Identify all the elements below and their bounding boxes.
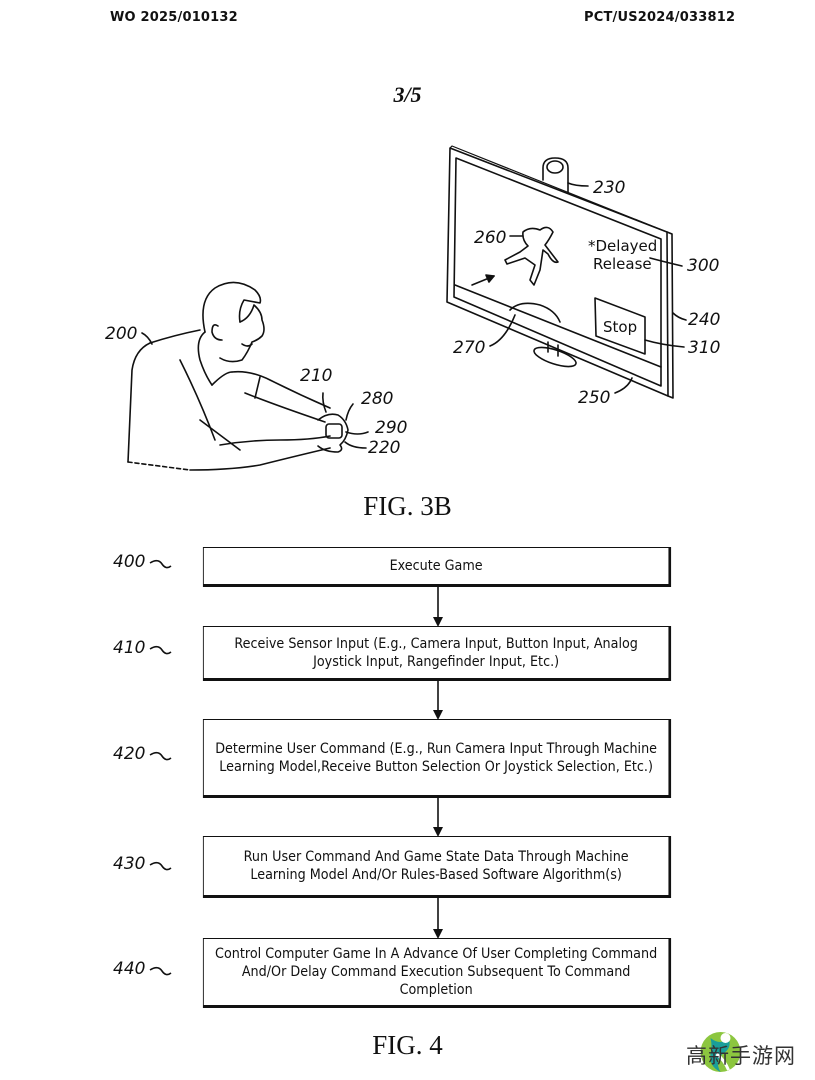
fig3b-caption: FIG. 3B bbox=[363, 491, 452, 521]
ref-200: 200 bbox=[105, 324, 137, 344]
game-character bbox=[504, 226, 559, 286]
display-screen bbox=[453, 157, 662, 387]
application-number: PCT/US2024/033812 bbox=[584, 10, 736, 25]
flow-step-receive-sensor-input: Receive Sensor Input (E.g., Camera Input… bbox=[202, 626, 672, 681]
publication-number: WO 2025/010132 bbox=[110, 10, 238, 25]
display-stand bbox=[533, 341, 577, 368]
step-440-line-3: Completion bbox=[399, 982, 473, 998]
step-ref-400: 400 bbox=[113, 552, 146, 572]
step-420-line-1: Determine User Command (E.g., Run Camera… bbox=[215, 740, 658, 757]
ref-210: 210 bbox=[300, 366, 332, 386]
watermark-logo-icon bbox=[700, 1032, 741, 1072]
ref-240: 240 bbox=[688, 310, 720, 330]
sheet-number: 3/5 bbox=[393, 82, 422, 107]
watermark-text: 高新手游网 bbox=[686, 1044, 796, 1068]
fig4-caption: FIG. 4 bbox=[372, 1030, 443, 1060]
step-430-line-1: Run User Command And Game State Data Thr… bbox=[243, 849, 629, 865]
flow-step-control-game: Control Computer Game In A Advance Of Us… bbox=[202, 938, 672, 1008]
ref-280: 280 bbox=[361, 389, 393, 409]
flow-step-run-ml-model: Run User Command And Game State Data Thr… bbox=[202, 836, 672, 898]
ref-250: 250 bbox=[578, 388, 610, 408]
stop-button-frame bbox=[594, 297, 646, 355]
game-object bbox=[509, 302, 561, 323]
step-440-line-2: And/Or Delay Command Execution Subsequen… bbox=[241, 964, 631, 980]
delayed-release-line-1: *Delayed bbox=[588, 237, 657, 255]
fig3b-drawing: 230 260 300 240 310 270 250 *Delayed Rel… bbox=[105, 145, 720, 471]
ref-310: 310 bbox=[688, 338, 720, 358]
step-ref-410: 410 bbox=[113, 638, 146, 658]
ref-300: 300 bbox=[687, 256, 719, 276]
flow-step-execute-game: Execute Game bbox=[202, 547, 672, 587]
step-ref-420: 420 bbox=[113, 744, 146, 764]
ref-230: 230 bbox=[593, 178, 625, 198]
flow-step-determine-user-command: Determine User Command (E.g., Run Camera… bbox=[202, 719, 672, 798]
delayed-release-line-2: Release bbox=[593, 255, 652, 273]
stop-label: Stop bbox=[603, 318, 637, 336]
ref-220: 220 bbox=[368, 438, 400, 458]
ref-270: 270 bbox=[453, 338, 485, 358]
ref-260: 260 bbox=[474, 228, 506, 248]
step-440-line-1: Control Computer Game In A Advance Of Us… bbox=[215, 946, 658, 962]
user-figure bbox=[127, 281, 369, 471]
step-430-line-2: Learning Model And/Or Rules-Based Softwa… bbox=[250, 867, 622, 883]
step-410-line-1: Receive Sensor Input (E.g., Camera Input… bbox=[234, 635, 638, 652]
step-ref-440: 440 bbox=[113, 959, 146, 979]
step-420-line-2: Learning Model,Receive Button Selection … bbox=[219, 758, 653, 775]
ref-290: 290 bbox=[375, 418, 407, 438]
step-400-text: Execute Game bbox=[389, 558, 483, 574]
step-ref-430: 430 bbox=[113, 854, 146, 874]
camera bbox=[542, 157, 569, 193]
step-410-line-2: Joystick Input, Rangefinder Input, Etc.) bbox=[313, 653, 560, 670]
